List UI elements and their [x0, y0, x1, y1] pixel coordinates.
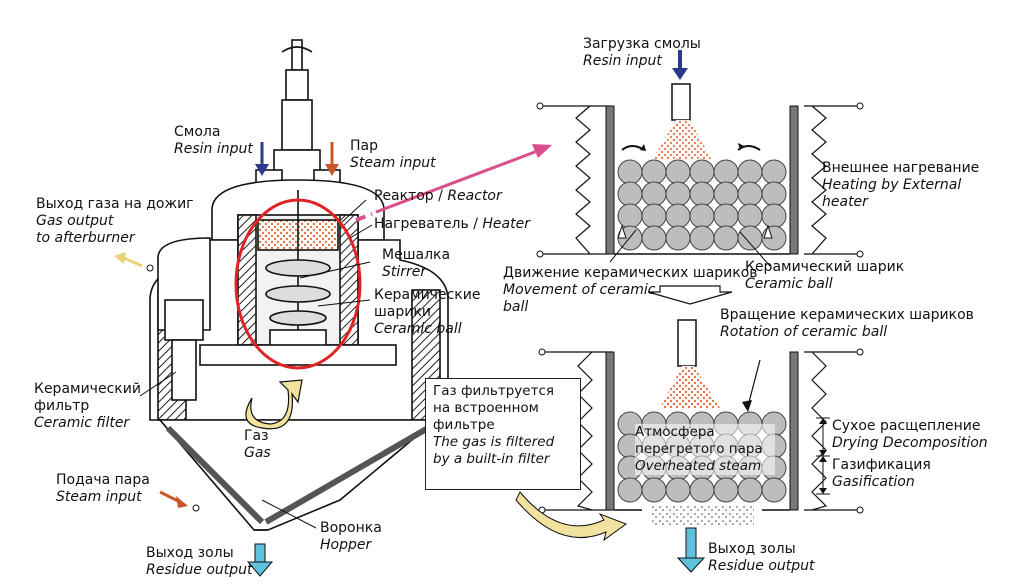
label-gasification: Газификация Gasification — [832, 457, 931, 491]
heater-en: Heater — [482, 216, 530, 232]
gasification-ru: Газификация — [832, 457, 931, 473]
ceramic-ball-right-ru: Керамический шарик — [745, 259, 905, 275]
label-ceramic-ball: Керамические шарики Ceramic ball — [374, 287, 480, 338]
filter-info-en-1: The gas is filtered — [433, 434, 555, 450]
gas-output-arrow-icon — [114, 252, 154, 272]
label-resin-load: Загрузка смолы Resin input — [583, 36, 701, 70]
ceramic-balls-top — [617, 159, 787, 251]
label-steam-input: Пар Steam input — [350, 138, 436, 172]
external-heating-en-1: Heating by External — [822, 177, 962, 193]
reactor-en: Reactor — [447, 188, 502, 204]
filter-info-ru-2: на встроенном — [433, 400, 539, 416]
label-gas-output: Выход газа на дожиг Gas output to afterb… — [36, 196, 194, 247]
ball-movement-en-2: ball — [503, 299, 529, 315]
gas-en: Gas — [244, 445, 271, 461]
transition-arrow-icon — [647, 285, 733, 305]
resin-input-arrow-icon — [255, 142, 269, 176]
drying-en: Drying Decomposition — [832, 435, 988, 451]
detail-top-illustration — [536, 50, 864, 258]
steam-input-arrow-icon — [325, 142, 339, 176]
label-external-heating: Внешнее нагревание Heating by External h… — [822, 160, 979, 211]
external-heating-ru: Внешнее нагревание — [822, 160, 980, 176]
filter-info-box: Газ фильтруется на встроенном фильтре Th… — [425, 378, 581, 490]
resin-load-ru: Загрузка смолы — [583, 36, 701, 52]
ceramic-ball-right-en: Ceramic ball — [745, 276, 833, 292]
atmosphere-en: Overheated steam — [635, 458, 762, 474]
ceramic-ball-ru-1: Керамические — [374, 287, 481, 303]
ball-rotation-en: Rotation of ceramic ball — [720, 324, 888, 340]
reactor-illustration — [149, 39, 449, 531]
label-gas: Газ Gas — [244, 428, 271, 462]
label-ceramic-filter: Керамический фильтр Ceramic filter — [34, 381, 141, 432]
label-ball-rotation: Вращение керамических шариков Rotation o… — [720, 307, 974, 341]
shaft-coupling — [285, 69, 309, 101]
external-heating-en-2: heater — [822, 194, 868, 210]
right-top-leader-lines — [609, 229, 771, 267]
resin-load-en: Resin input — [583, 53, 662, 69]
label-ball-movement: Движение керамических шариков Movement o… — [503, 265, 758, 316]
hopper-en: Hopper — [320, 537, 372, 553]
ceramic-filter-en: Ceramic filter — [34, 415, 130, 431]
ball-movement-ru: Движение керамических шариков — [503, 265, 758, 281]
stirrer-ru: Мешалка — [382, 247, 451, 263]
drying-ru: Сухое расщепление — [832, 418, 981, 434]
reactor-highlight-circle — [234, 198, 362, 370]
gas-output-ru: Выход газа на дожиг — [36, 196, 194, 212]
reactor-ru: Реактор / — [374, 188, 448, 204]
label-reactor: Реактор / Reactor — [374, 188, 502, 205]
label-drying: Сухое расщепление Drying Decomposition — [832, 418, 988, 452]
ball-rotation-ru: Вращение керамических шариков — [720, 307, 974, 323]
ceramic-ball-ru-2: шарики — [374, 304, 431, 320]
filter-info-en-2: by a built-in filter — [433, 451, 550, 467]
resin-ru: Смола — [174, 124, 221, 140]
atmosphere-ru-2: перегретого пара — [635, 441, 763, 457]
ceramic-filter-ru-2: фильтр — [34, 398, 90, 414]
resin-en: Resin input — [174, 141, 253, 157]
label-atmosphere: Атмосфера перегретого пара Overheated st… — [635, 424, 775, 475]
hopper-ru: Воронка — [320, 520, 382, 536]
ash-output-right-en: Residue output — [708, 558, 815, 574]
label-hopper: Воронка Hopper — [320, 520, 382, 554]
label-ceramic-ball-right: Керамический шарик Ceramic ball — [745, 259, 904, 293]
heater-ru: Нагреватель / — [374, 216, 483, 232]
ball-movement-en-1: Movement of ceramic — [503, 282, 656, 298]
gas-output-en-2: to afterburner — [36, 230, 135, 246]
detail-pointer-arrow-icon — [355, 144, 552, 222]
left-leader-lines — [139, 199, 373, 529]
ash-output-left-ru: Выход золы — [146, 545, 234, 561]
rotation-mark-icon — [281, 46, 313, 53]
label-ash-output-left: Выход золы Residue output — [146, 545, 253, 579]
steam-feed-en: Steam input — [56, 489, 142, 505]
stirrer-en: Stirrer — [382, 264, 427, 280]
label-resin-input: Смола Resin input — [174, 124, 253, 158]
ash-output-right-ru: Выход золы — [708, 541, 796, 557]
steam-en: Steam input — [350, 155, 436, 171]
filter-info-ru-3: фильтре — [433, 417, 495, 433]
label-steam-feed: Подача пара Steam input — [56, 472, 150, 506]
gas-output-en-1: Gas output — [36, 213, 114, 229]
filter-info-ru-1: Газ фильтруется — [433, 383, 555, 399]
ash-output-left-en: Residue output — [146, 562, 253, 578]
steam-ru: Пар — [350, 138, 378, 154]
ceramic-filter-ru-1: Керамический — [34, 381, 141, 397]
shaft-top — [291, 39, 303, 71]
gas-ru: Газ — [244, 428, 269, 444]
ash-output-arrow-icon — [246, 543, 274, 577]
gas-flow-arrow-icon — [245, 379, 303, 430]
atmosphere-ru-1: Атмосфера — [635, 424, 715, 440]
label-ash-output-right: Выход золы Residue output — [708, 541, 815, 575]
filter-gas-arrow-icon — [515, 491, 628, 542]
steam-feed-ru: Подача пара — [56, 472, 150, 488]
gasification-en: Gasification — [832, 474, 915, 490]
steam-feed-arrow-icon — [159, 490, 200, 512]
label-stirrer: Мешалка Stirrer — [382, 247, 450, 281]
label-heater: Нагреватель / Heater — [374, 216, 530, 233]
ceramic-ball-en: Ceramic ball — [374, 321, 462, 337]
